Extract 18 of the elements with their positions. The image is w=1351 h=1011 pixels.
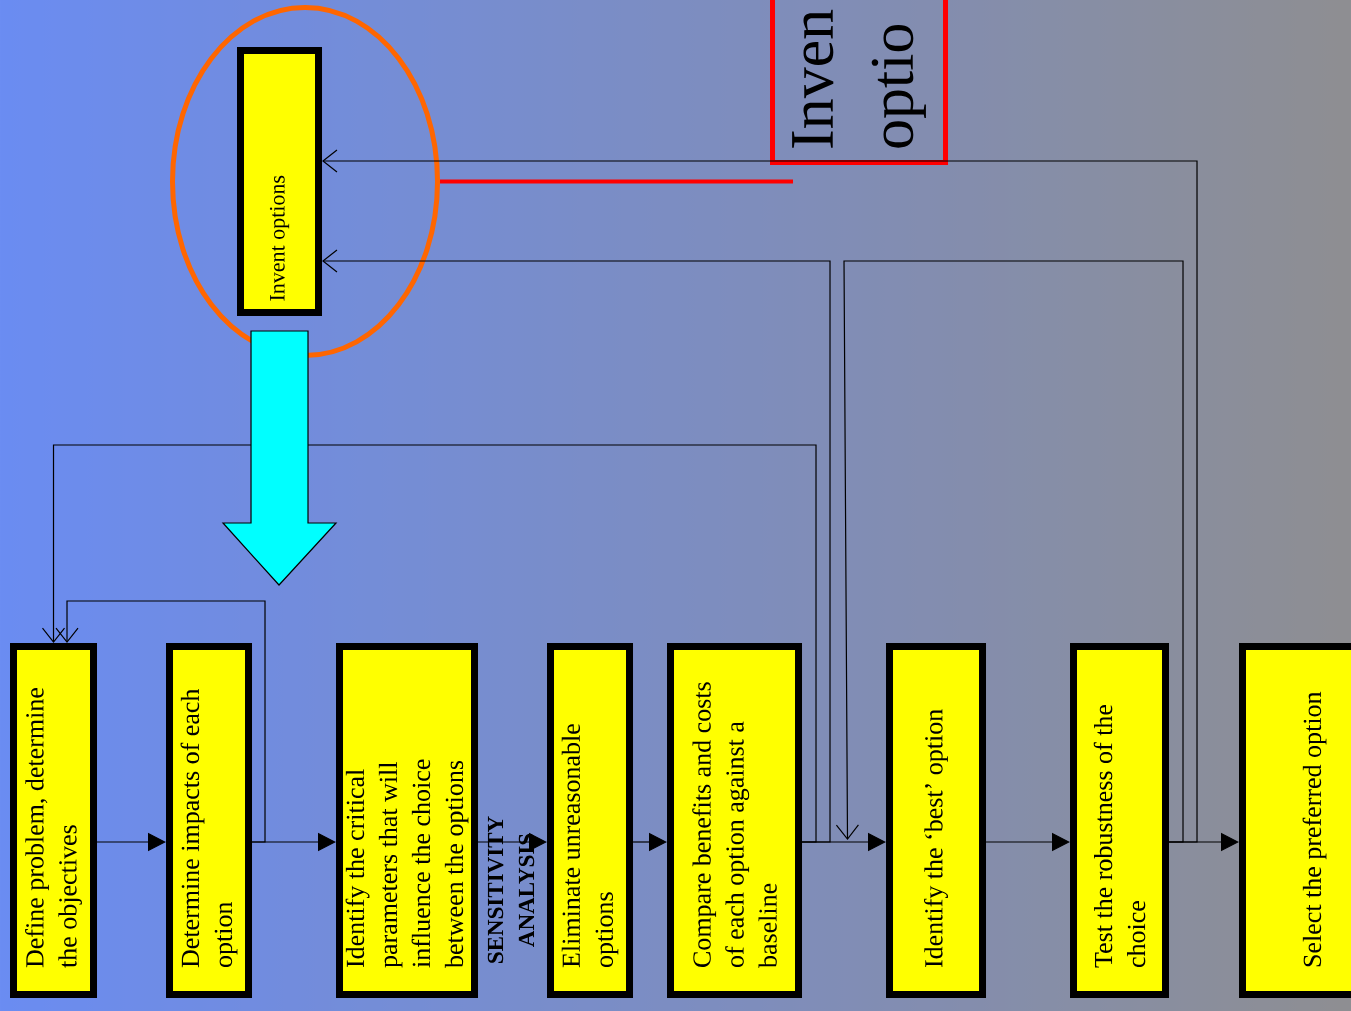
process-box: Invent options bbox=[237, 47, 322, 316]
process-box: Eliminate unreasonable options bbox=[547, 643, 633, 998]
block-arrow bbox=[221, 330, 338, 586]
process-box: Test the robustness of the choice bbox=[1070, 643, 1169, 998]
leader-line bbox=[440, 179, 793, 184]
process-box: Determine impacts of each option bbox=[166, 643, 252, 998]
process-box: Identify the critical parameters that will influence the choice between the options bbox=[336, 643, 478, 998]
process-box: Define problem, determine the objectives bbox=[10, 643, 97, 998]
arrow bbox=[322, 249, 831, 843]
arrow bbox=[835, 260, 1184, 843]
process-box: Select the preferred option bbox=[1239, 643, 1351, 998]
process-box: Identify the ‘best’ option bbox=[886, 643, 986, 998]
highlight-ellipse bbox=[170, 5, 440, 358]
arrow bbox=[322, 149, 1198, 843]
arrow bbox=[55, 600, 266, 843]
callout-box: Inven optio bbox=[770, 0, 948, 165]
process-box: Compare benefits and costs of each option against a baseline bbox=[667, 643, 802, 998]
arrow bbox=[41, 444, 817, 843]
